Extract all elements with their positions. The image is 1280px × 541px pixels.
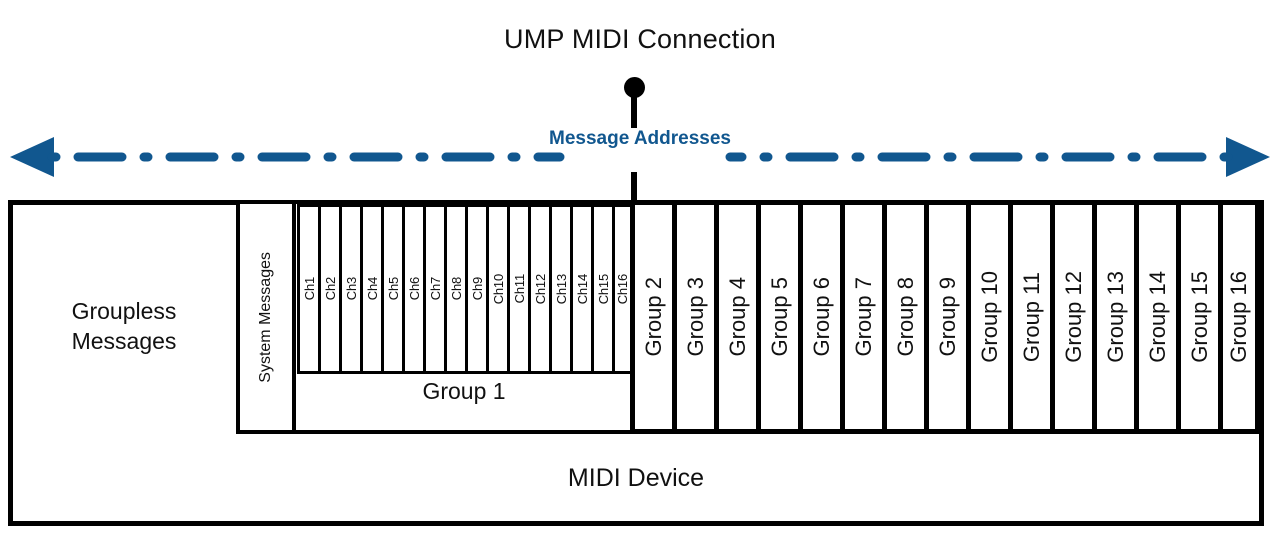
channel-cell[interactable]: Ch2 — [318, 204, 339, 374]
channel-cell[interactable]: Ch3 — [339, 204, 360, 374]
group-label: Group 5 — [766, 277, 792, 357]
channel-label: Ch16 — [615, 273, 630, 305]
channel-label: Ch1 — [301, 277, 317, 301]
group-label: Group 8 — [892, 277, 918, 357]
system-messages-label: System Messages — [257, 251, 274, 383]
group-cell[interactable]: Group 12 — [1050, 200, 1092, 434]
group-cell[interactable]: Group 4 — [714, 200, 756, 434]
axis-arrow-svg — [10, 137, 1270, 177]
channel-strip: Ch1 Ch2 Ch3 Ch4 Ch5 Ch6 Ch7 Ch8 Ch9 Ch10 Ch11 Ch12 C… — [297, 204, 633, 374]
channel-cell[interactable]: Ch11 — [507, 204, 528, 374]
group-cell[interactable]: Group 5 — [756, 200, 798, 434]
group-cell[interactable]: Group 3 — [672, 200, 714, 434]
channel-cell[interactable]: Ch4 — [360, 204, 381, 374]
channel-label: Ch14 — [574, 273, 590, 305]
channel-cell[interactable]: Ch1 — [297, 204, 318, 374]
channel-cell[interactable]: Ch10 — [486, 204, 507, 374]
channel-label: Ch12 — [532, 273, 548, 305]
channel-label: Ch2 — [322, 277, 338, 301]
group-cell[interactable]: Group 15 — [1176, 200, 1218, 434]
group-label: Group 12 — [1060, 271, 1086, 363]
group-label: Group 4 — [724, 277, 750, 357]
group-cell[interactable]: Group 11 — [1008, 200, 1050, 434]
group-cell[interactable]: Group 9 — [924, 200, 966, 434]
group-label: Group 9 — [934, 277, 960, 357]
system-messages-column[interactable] — [236, 200, 296, 434]
channel-cell[interactable]: Ch12 — [528, 204, 549, 374]
message-addresses-axis: Message Addresses — [0, 128, 1280, 190]
channel-label: Ch9 — [469, 277, 485, 301]
channel-cell[interactable]: Ch14 — [570, 204, 591, 374]
group-cell[interactable]: Group 8 — [882, 200, 924, 434]
channel-label: Ch15 — [595, 273, 611, 305]
channel-cell[interactable]: Ch8 — [444, 204, 465, 374]
group-label: Group 7 — [850, 277, 876, 357]
group-cell[interactable]: Group 2 — [630, 200, 672, 434]
group-label: Group 2 — [640, 277, 666, 357]
axis-label: Message Addresses — [536, 128, 744, 150]
midi-device-label: MIDI Device — [567, 464, 705, 492]
group-label: Group 3 — [682, 277, 708, 357]
groupless-messages-line2: Messages — [71, 328, 177, 354]
group-cell[interactable]: Group 6 — [798, 200, 840, 434]
group-label: Group 15 — [1186, 271, 1212, 363]
channel-cell[interactable]: Ch15 — [591, 204, 612, 374]
channel-label: Ch10 — [490, 273, 506, 305]
channel-label: Ch6 — [406, 277, 422, 301]
arrow-left-icon — [10, 137, 54, 177]
group-cell[interactable]: Group 14 — [1134, 200, 1176, 434]
channel-label: Ch4 — [364, 277, 380, 301]
channel-label: Ch7 — [427, 277, 443, 301]
channel-label: Ch13 — [553, 273, 569, 305]
group-label: Group 13 — [1102, 271, 1128, 363]
channel-label: Ch8 — [448, 277, 464, 301]
group-label: Group 10 — [976, 271, 1002, 363]
group-label: Group 6 — [808, 277, 834, 357]
group-cell[interactable]: Group 16 — [1218, 200, 1260, 434]
system-messages-label-wrap: System Messages — [236, 200, 296, 434]
group-cell[interactable]: Group 7 — [840, 200, 882, 434]
group-strip: Group 2 Group 3 Group 4 Group 5 Group 6 Group… — [630, 200, 1260, 434]
channel-label: Ch3 — [343, 277, 359, 301]
channel-label: Ch11 — [511, 274, 527, 304]
group-label: Group 14 — [1144, 271, 1170, 363]
channel-cell[interactable]: Ch9 — [465, 204, 486, 374]
diagram-title: UMP MIDI Connection — [504, 24, 776, 54]
groupless-messages-line1: Groupless — [71, 298, 177, 324]
group1-label: Group 1 — [422, 378, 506, 404]
channel-cell[interactable]: Ch5 — [381, 204, 402, 374]
group-label: Group 16 — [1226, 271, 1251, 363]
channel-cell[interactable]: Ch13 — [549, 204, 570, 374]
groupless-messages-label: Groupless Messages — [14, 296, 234, 356]
connection-stem-lower-icon — [631, 172, 637, 204]
group-cell[interactable]: Group 10 — [966, 200, 1008, 434]
connection-stem-icon — [631, 95, 637, 144]
group-cell[interactable]: Group 13 — [1092, 200, 1134, 434]
arrow-right-icon — [1226, 137, 1270, 177]
channel-cell[interactable]: Ch6 — [402, 204, 423, 374]
group-label: Group 11 — [1018, 271, 1044, 363]
channel-cell[interactable]: Ch7 — [423, 204, 444, 374]
connection-dot-icon — [624, 77, 645, 98]
channel-label: Ch5 — [385, 277, 401, 301]
